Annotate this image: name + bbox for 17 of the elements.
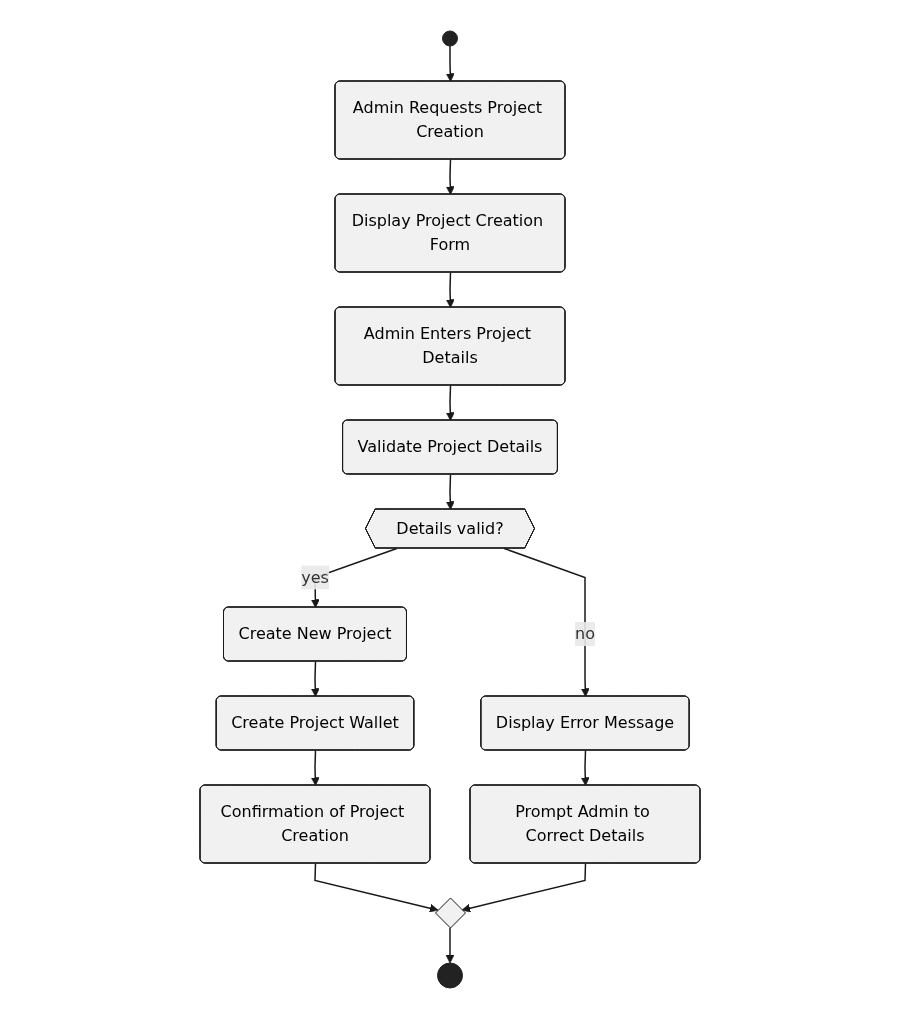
node-diamond <box>435 897 466 929</box>
arrow <box>503 547 590 697</box>
arrow <box>314 862 439 913</box>
edge-label: yes <box>301 567 329 587</box>
edge-label: no <box>575 624 595 643</box>
arrow <box>310 749 320 786</box>
arrow <box>445 271 455 308</box>
arrow <box>445 473 455 510</box>
arrow <box>461 862 587 913</box>
arrow <box>445 45 455 82</box>
node-circle <box>442 30 458 47</box>
arrow <box>445 384 455 421</box>
arrow <box>310 660 320 697</box>
arrow <box>445 927 455 964</box>
arrow <box>580 749 590 786</box>
node-circle <box>437 962 463 989</box>
arrow <box>445 158 455 195</box>
